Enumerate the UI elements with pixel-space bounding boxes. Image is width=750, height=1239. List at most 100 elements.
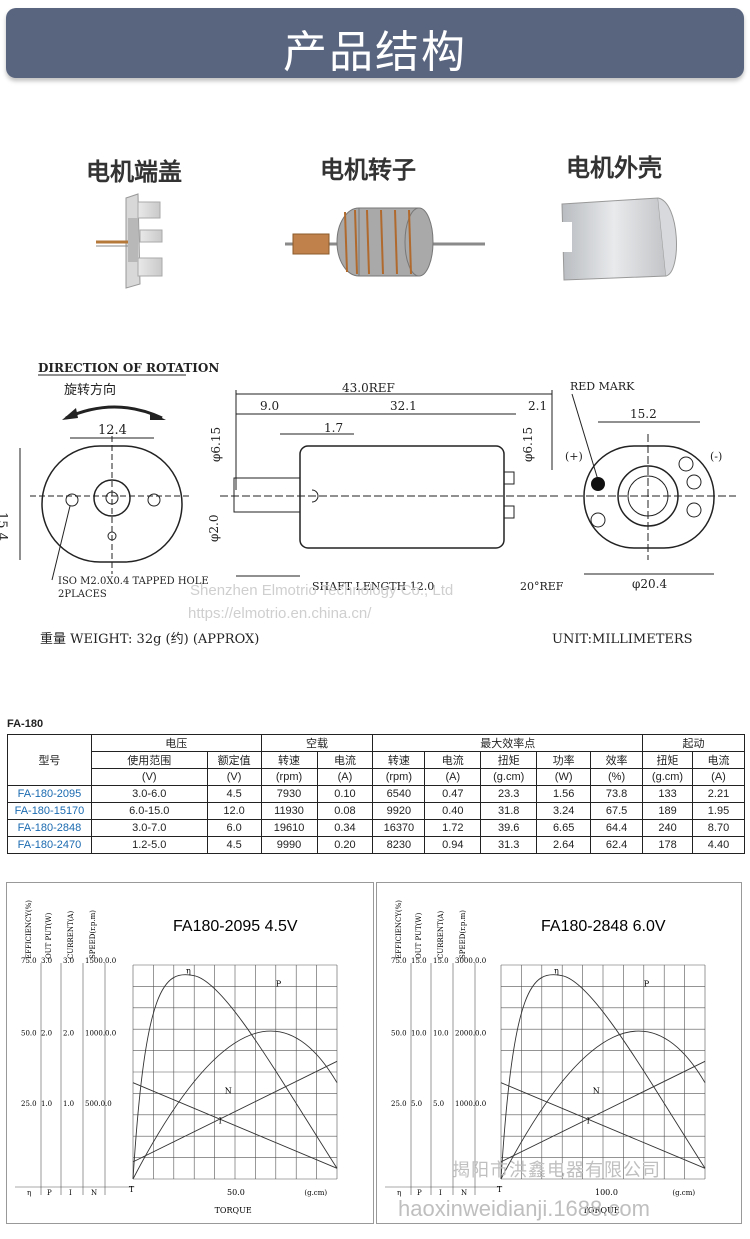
unit-header: (V) bbox=[90, 768, 208, 786]
table-cell: 0.20 bbox=[316, 836, 374, 854]
table-cell: 6540 bbox=[372, 785, 426, 803]
axis-symbol: P bbox=[47, 1189, 52, 1197]
banner-title: 产品结构 bbox=[283, 27, 467, 78]
model-cell: FA-180-2470 bbox=[7, 836, 92, 854]
dim-phi-20-4: φ20.4 bbox=[632, 577, 667, 591]
output-curve bbox=[132, 1030, 338, 1180]
axis-top-value: 1500.0.0 bbox=[85, 957, 116, 965]
sub-header: 电流 bbox=[691, 751, 746, 769]
direction-of-rotation-label: DIRECTION OF ROTATION bbox=[38, 361, 219, 375]
watermark-url: https://elmotrio.en.china.cn/ bbox=[188, 605, 372, 622]
table-cell: 31.8 bbox=[480, 802, 538, 820]
x-unit: (g.cm) bbox=[672, 1189, 695, 1197]
minus-terminal-label: (-) bbox=[710, 450, 722, 463]
axis-mid-value: 50.0 bbox=[21, 1030, 37, 1038]
plus-terminal-label: (+) bbox=[565, 450, 583, 463]
axis-mid-value: 2000.0.0 bbox=[455, 1030, 486, 1038]
axis-label: SPEED(r.p.m) bbox=[89, 910, 97, 959]
x-axis-label: TORQUE bbox=[583, 1206, 620, 1215]
curve-label: N bbox=[593, 1086, 600, 1095]
tapped-hole-note: ISO M2.0X0.4 TAPPED HOLE bbox=[58, 576, 209, 587]
curve-label: I bbox=[219, 1116, 222, 1125]
table-cell: 178 bbox=[642, 836, 693, 854]
table-cell: 0.08 bbox=[316, 802, 374, 820]
axis-mid-value: 2.0 bbox=[63, 1030, 74, 1038]
table-cell: 19610 bbox=[260, 819, 318, 837]
curve-label: η bbox=[186, 967, 191, 976]
axis-top-value: 3.0 bbox=[41, 957, 52, 965]
axis-low-value: 25.0 bbox=[391, 1100, 407, 1108]
efficiency-curve bbox=[132, 974, 338, 1180]
sub-header: 转速 bbox=[260, 751, 318, 769]
part-label-rotor: 电机转子 bbox=[320, 156, 416, 184]
table-cell: 8.70 bbox=[691, 819, 746, 837]
axis-symbol: η bbox=[27, 1189, 31, 1197]
table-cell: 11930 bbox=[260, 802, 318, 820]
watermark-bottom-cn: 揭阳市洪鑫电器有限公司 bbox=[452, 1160, 661, 1180]
unit-header: (g.cm) bbox=[480, 768, 538, 786]
watermark-company: Shenzhen Elmotrio Technology Co., Ltd bbox=[190, 582, 453, 599]
axis-low-value: 5.0 bbox=[411, 1100, 422, 1108]
table-cell: 1.56 bbox=[536, 785, 592, 803]
axis-low-value: 1.0 bbox=[41, 1100, 52, 1108]
model-cell: FA-180-2848 bbox=[7, 819, 92, 837]
table-cell: 2.64 bbox=[536, 836, 592, 854]
table-cell: 1.72 bbox=[424, 819, 482, 837]
table-cell: 1.2-5.0 bbox=[90, 836, 208, 854]
table-cell: 67.5 bbox=[590, 802, 644, 820]
table-cell: 8230 bbox=[372, 836, 426, 854]
table-cell: 4.5 bbox=[206, 785, 262, 803]
part-label-end-cap: 电机端盖 bbox=[86, 158, 182, 186]
dim-15-2: 15.2 bbox=[630, 407, 657, 421]
table-cell: 73.8 bbox=[590, 785, 644, 803]
x-unit: (g.cm) bbox=[304, 1189, 327, 1197]
max-efficiency-header: 最大效率点 bbox=[372, 734, 644, 752]
x-axis-label: TORQUE bbox=[215, 1206, 252, 1215]
dim-phi-6-15-right: φ6.15 bbox=[521, 427, 535, 462]
technical-drawing: DIRECTION OF ROTATION 旋转方向 12.4 15.4 ISO… bbox=[0, 361, 736, 647]
sub-header: 转速 bbox=[372, 751, 426, 769]
table-cell: 23.3 bbox=[480, 785, 538, 803]
unit-header: (%) bbox=[590, 768, 644, 786]
axis-low-value: 1000.0.0 bbox=[455, 1100, 486, 1108]
table-cell: 6.65 bbox=[536, 819, 592, 837]
dim-phi-6-15-left: φ6.15 bbox=[209, 427, 223, 462]
curve-label: P bbox=[276, 979, 282, 988]
efficiency-curve bbox=[500, 974, 706, 1180]
axis-mid-value: 10.0 bbox=[433, 1030, 449, 1038]
table-cell: 62.4 bbox=[590, 836, 644, 854]
sub-header: 使用范围 bbox=[90, 751, 208, 769]
sub-header: 扭矩 bbox=[642, 751, 693, 769]
sub-header: 扭矩 bbox=[480, 751, 538, 769]
dim-2-1: 2.1 bbox=[528, 399, 547, 413]
voltage-header: 电压 bbox=[90, 734, 262, 752]
end-cap-image bbox=[96, 193, 163, 289]
housing-image bbox=[561, 197, 677, 281]
table-cell: 133 bbox=[642, 785, 693, 803]
header-banner: 产品结构 bbox=[6, 8, 744, 78]
part-label-housing: 电机外壳 bbox=[566, 154, 662, 182]
dim-12-4: 12.4 bbox=[98, 423, 127, 438]
axis-mid-value: 10.0 bbox=[411, 1030, 427, 1038]
axis-top-value: 75.0 bbox=[21, 957, 37, 965]
unit-header: (A) bbox=[316, 768, 374, 786]
table-cell: 4.40 bbox=[691, 836, 746, 854]
shaft-length-label: SHAFT LENGTH 12.0 bbox=[312, 580, 434, 593]
axis-symbol: I bbox=[69, 1189, 72, 1197]
axis-low-value: 25.0 bbox=[21, 1100, 37, 1108]
curve-label: P bbox=[644, 979, 650, 988]
sub-header: 额定值 bbox=[206, 751, 262, 769]
table-cell: 3.0-6.0 bbox=[90, 785, 208, 803]
red-mark-label: RED MARK bbox=[570, 380, 635, 393]
model-cell: FA-180-15170 bbox=[7, 802, 92, 820]
model-header: 型号 bbox=[7, 734, 92, 786]
table-cell: 240 bbox=[642, 819, 693, 837]
axis-top-value: 3.0 bbox=[63, 957, 74, 965]
table-cell: 12.0 bbox=[206, 802, 262, 820]
table-cell: 1.95 bbox=[691, 802, 746, 820]
unit-header: (A) bbox=[691, 768, 746, 786]
axis-label: OUT PUT(W) bbox=[45, 912, 53, 959]
